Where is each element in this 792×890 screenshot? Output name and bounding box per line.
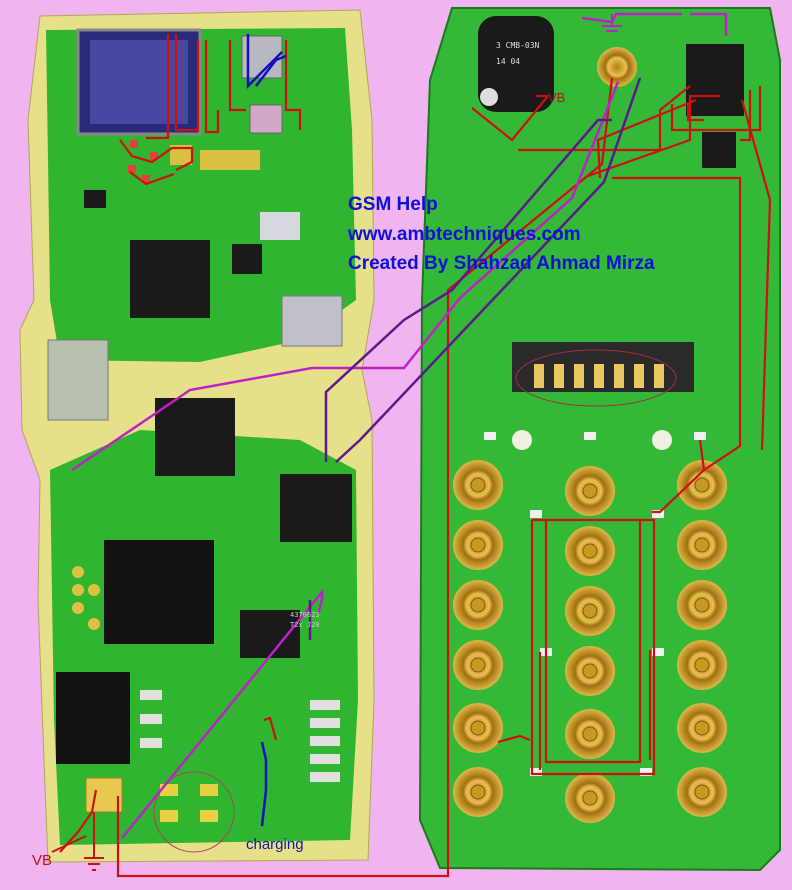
keypad-pads: [453, 460, 727, 823]
purple-traces: [308, 77, 642, 640]
test-pad-3: [72, 602, 84, 614]
keypad-pad-center: [582, 543, 598, 559]
keypad-pad-center: [694, 537, 710, 553]
audio-ic: [280, 474, 352, 542]
upper-small-ic-1: [84, 190, 106, 208]
keypad-driver-ic: [686, 44, 744, 116]
keypad-pad-center: [582, 603, 598, 619]
rf-ic: [130, 240, 210, 318]
keypad-pad-center: [694, 597, 710, 613]
gold-pad-row: [200, 150, 260, 170]
buzzer: [478, 16, 554, 112]
caption-credit: Created By Shahzad Ahmad Mirza: [348, 253, 655, 274]
vb-label-left: VB: [32, 852, 53, 869]
keypad-pad-center: [470, 784, 486, 800]
mic-pad: [597, 47, 637, 87]
keypad-pad-center: [582, 726, 598, 742]
upper-small-ic-2: [260, 212, 300, 240]
buzzer-marking-2: 14 04: [496, 57, 521, 66]
gold-pad-2: [170, 145, 192, 165]
display-connector-inner: [90, 40, 188, 124]
caption-website: www.ambtechniques.com: [348, 224, 581, 245]
keypad-pad-center: [582, 483, 598, 499]
shield-can-mid: [249, 104, 283, 134]
buzzer-mark: [480, 88, 498, 106]
ground-symbol-left: [84, 812, 104, 871]
left-board: [19, 9, 375, 863]
keypad-pad-center: [470, 657, 486, 673]
keypad-pad-center: [694, 720, 710, 736]
yellow-pad-block: [160, 784, 218, 822]
caption-title: GSM Help: [348, 194, 438, 215]
test-pad-5: [88, 618, 100, 630]
keypad-pad-center: [694, 784, 710, 800]
keypad-pad-center: [582, 790, 598, 806]
memory-ic: [155, 398, 235, 476]
vb-label-top: VB: [548, 90, 566, 105]
hole-pads: [512, 430, 672, 450]
smd-pad-block: [140, 690, 340, 782]
test-pad-4: [88, 584, 100, 596]
keypad-pad-center: [470, 537, 486, 553]
buzzer-marking-1: 3 CMB-03N: [496, 41, 540, 50]
keypad-pad-center: [470, 477, 486, 493]
charging-pad-highlight: [153, 771, 235, 853]
upper-small-ic-3: [232, 244, 262, 274]
sim-connector-highlight: [515, 349, 677, 407]
battery-connector: [85, 777, 123, 813]
red-traces: [59, 34, 772, 878]
power-ic: [240, 610, 300, 658]
upper-red-markers: [128, 140, 158, 183]
test-pad-2: [72, 584, 84, 596]
keypad-pad-center: [582, 663, 598, 679]
keypad-pad-center: [470, 597, 486, 613]
baseband-ic: [104, 540, 214, 644]
magenta-traces: [71, 12, 728, 839]
filter-can: [281, 295, 343, 347]
small-ic-right: [702, 132, 736, 168]
vb-arrow-left: [51, 835, 87, 853]
keypad-pad-center: [470, 720, 486, 736]
ic-marking-1: 4370623: [290, 611, 320, 619]
keypad-pad-center: [694, 657, 710, 673]
test-pad-1: [72, 566, 84, 578]
charging-label: charging: [246, 836, 304, 853]
blue-traces: [246, 34, 287, 827]
pa-module: [47, 339, 109, 421]
ic-marking-2: T2x J20: [290, 621, 320, 629]
ground-symbol-top: [602, 14, 622, 32]
sim-contacts: [534, 364, 664, 388]
charger-ic: [56, 672, 130, 764]
keypad-pad-center: [694, 477, 710, 493]
